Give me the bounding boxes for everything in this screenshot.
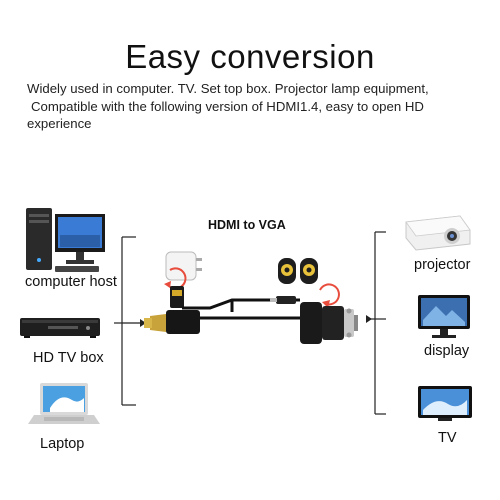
description-line-3: experience xyxy=(27,116,92,131)
right-bracket xyxy=(366,231,386,415)
source-label-laptop: Laptop xyxy=(40,436,85,452)
description-line-1: Widely used in computer. TV. Set top box… xyxy=(27,81,429,96)
laptop-icon xyxy=(28,383,100,424)
desktop-computer-icon xyxy=(26,208,105,272)
source-label-hd-tv-box: HD TV box xyxy=(33,350,104,366)
monitor-icon xyxy=(418,295,470,338)
description: Widely used in computer. TV. Set top box… xyxy=(27,80,487,133)
hdmi-vga-cable-icon xyxy=(144,286,358,344)
output-label-display: display xyxy=(424,343,470,359)
output-label-tv: TV xyxy=(438,430,457,446)
tv-icon xyxy=(418,386,472,421)
projector-icon xyxy=(405,215,471,251)
cable-title: HDMI to VGA xyxy=(208,218,286,232)
description-line-2: Compatible with the following version of… xyxy=(31,98,424,114)
page-title: Easy conversion xyxy=(125,38,375,75)
output-label-projector: projector xyxy=(414,257,471,273)
source-label-computer-host: computer host xyxy=(25,274,117,290)
usb-power-adapter-icon xyxy=(164,251,202,290)
left-bracket xyxy=(114,236,140,406)
dvd-player-icon xyxy=(20,318,100,338)
